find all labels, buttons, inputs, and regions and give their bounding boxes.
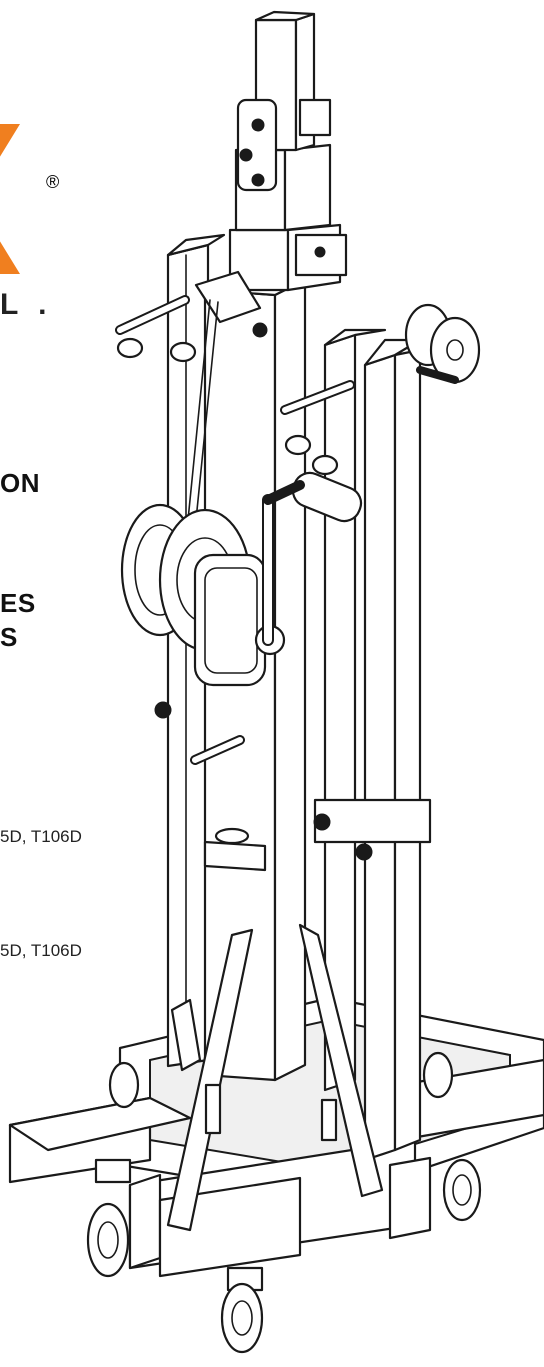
cup-bracket	[203, 827, 267, 872]
castor-wheel-front-left	[86, 1158, 132, 1278]
registered-trademark-mark: ®	[46, 172, 60, 192]
top-pulley-housing	[187, 270, 262, 521]
castor-wheel-rear-right	[108, 1051, 482, 1222]
outrigger-lock-knobs	[154, 701, 373, 861]
mast-upper-sections	[228, 10, 348, 338]
handwheel	[404, 303, 481, 384]
brand-logo-mark	[0, 124, 20, 274]
outrigger-leg-front-right	[313, 328, 432, 1162]
base-posts	[204, 1083, 338, 1142]
diagonal-braces	[166, 923, 384, 1232]
support-handles	[115, 295, 355, 765]
model-list-line-1: 5D, T106D	[0, 827, 82, 846]
brand-logo-subtext: L .	[0, 288, 53, 321]
model-list-line-2: 5D, T106D	[0, 941, 82, 960]
winch	[120, 503, 286, 687]
title-fragment-3: S	[0, 622, 18, 652]
winch-crank-handle	[262, 471, 363, 646]
castor-wheel-front-right	[220, 1266, 264, 1354]
brand-logo	[0, 124, 34, 274]
title-fragment-2: ES	[0, 588, 36, 618]
title-fragment-1: ON	[0, 468, 40, 498]
